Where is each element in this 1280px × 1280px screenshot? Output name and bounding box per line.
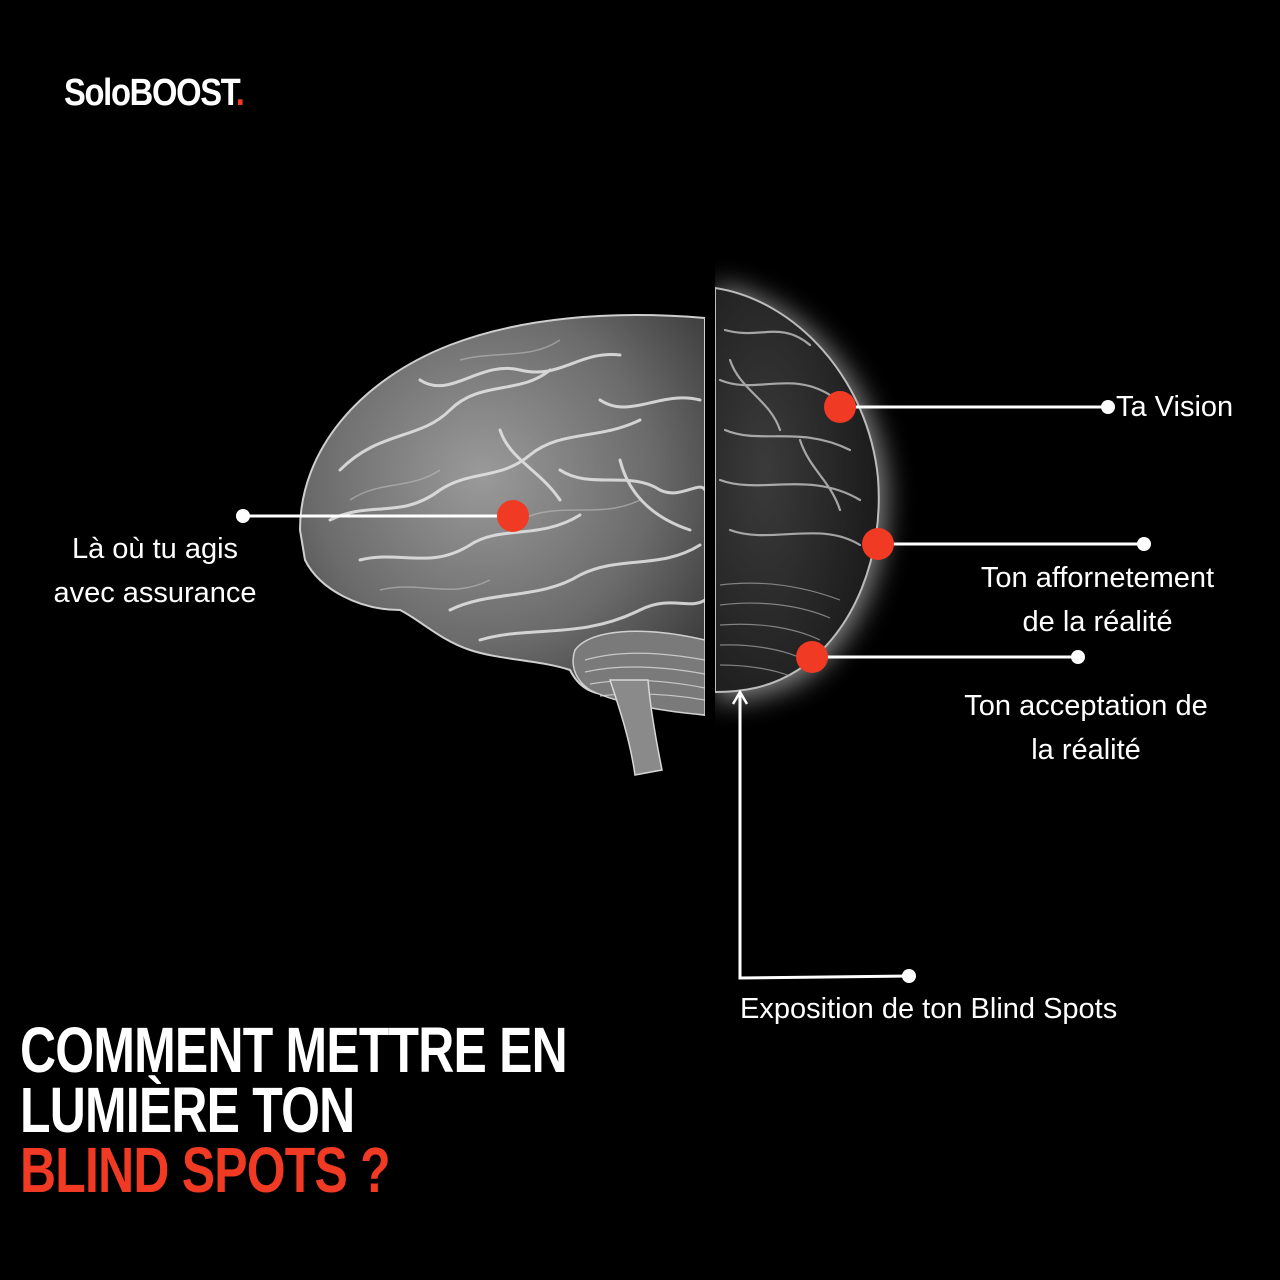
marker-aff <box>862 528 894 560</box>
arrow-head <box>731 689 749 705</box>
title-line1: COMMENT METTRE EN <box>20 1014 568 1086</box>
label-confrontation: Ton affornetement de la réalité <box>955 556 1240 644</box>
label-aff-line2: de la réalité <box>1022 606 1173 638</box>
dot-acc <box>1071 650 1085 664</box>
label-exposure: Exposition de ton Blind Spots <box>740 993 1118 1025</box>
page-title: COMMENT METTRE EN LUMIÈRE TON BLIND SPOT… <box>20 1014 568 1206</box>
brand-dot: . <box>235 72 245 114</box>
label-acc-line2: la réalité <box>1031 734 1141 766</box>
label-acc-line1: Ton acceptation de <box>964 690 1208 722</box>
brain-left-half <box>298 314 705 776</box>
dot-left <box>236 509 250 523</box>
title-line2: LUMIÈRE TON <box>20 1074 355 1146</box>
title-line3: BLIND SPOTS ? <box>20 1134 391 1206</box>
label-aff-line1: Ton affornetement <box>980 562 1215 594</box>
marker-left <box>497 500 529 532</box>
label-left-line1: Là où tu agis <box>71 533 239 565</box>
dot-expo <box>902 969 916 983</box>
connector-expo <box>738 695 910 980</box>
brand-name: SoloBOOST <box>64 72 237 114</box>
red-markers <box>497 391 894 673</box>
label-left-line2: avec assurance <box>53 577 257 609</box>
label-confident-action: Là où tu agis avec assurance <box>30 527 280 615</box>
end-dots <box>236 400 1151 983</box>
brain-right-half <box>715 285 886 700</box>
brand-logo: SoloBOOST. <box>64 72 245 115</box>
callout-lines <box>243 405 1144 980</box>
label-vision: Ta Vision <box>1116 391 1234 423</box>
dot-vision <box>1101 400 1115 414</box>
marker-vision <box>824 391 856 423</box>
label-acceptance: Ton acceptation de la réalité <box>940 684 1232 772</box>
dot-aff <box>1137 537 1151 551</box>
marker-acc <box>796 641 828 673</box>
